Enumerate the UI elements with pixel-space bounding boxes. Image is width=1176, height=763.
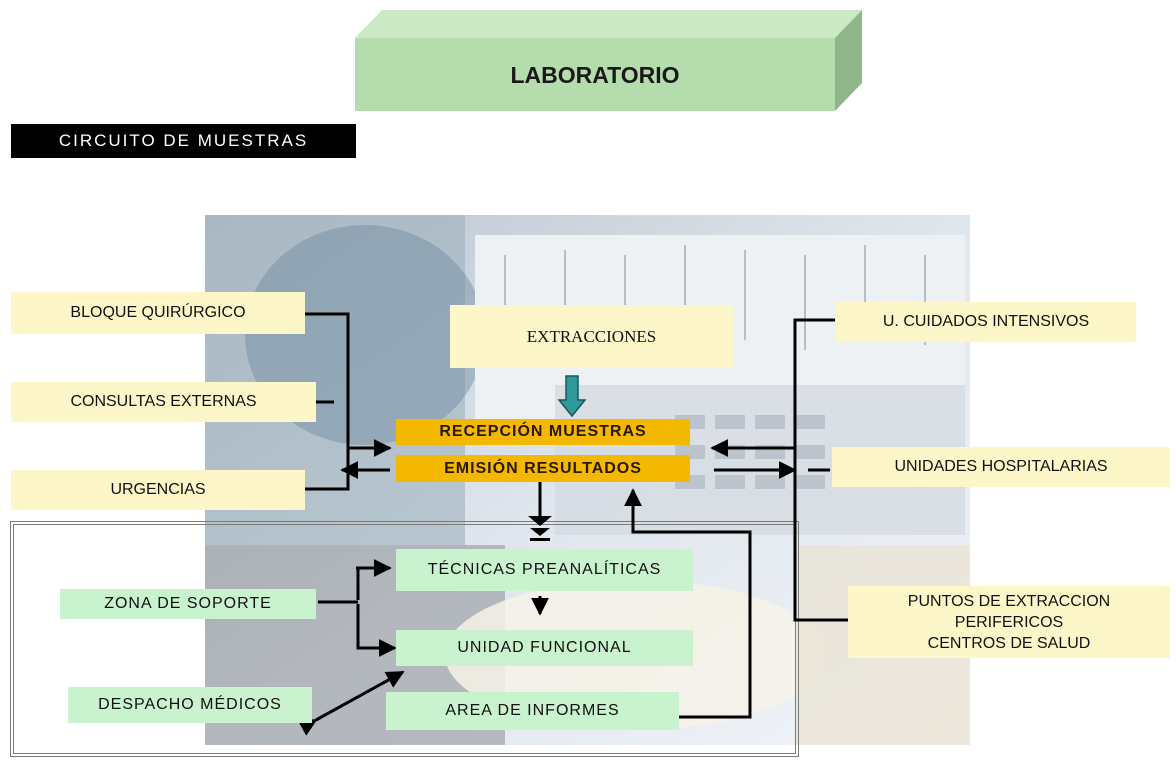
- unidades-hospitalarias-label: UNIDADES HOSPITALARIAS: [832, 447, 1170, 487]
- puntos-line-2: PERIFERICOS: [954, 613, 1064, 631]
- puntos-extraccion-label: PUNTOS DE EXTRACCION PERIFERICOS CENTROS…: [848, 586, 1170, 658]
- tecnicas-preanaliticas-label: TÉCNICAS PREANALÍTICAS: [396, 549, 693, 591]
- extracciones-label: EXTRACCIONES: [450, 305, 733, 368]
- recepcion-muestras-label: RECEPCIÓN MUESTRAS: [396, 419, 690, 445]
- cuidados-intensivos-label: U. CUIDADOS INTENSIVOS: [836, 302, 1136, 342]
- despacho-medicos-label: DESPACHO MÉDICOS: [68, 687, 312, 723]
- lab-frame: [10, 521, 799, 757]
- puntos-line-1: PUNTOS DE EXTRACCION: [907, 592, 1111, 610]
- page-title: LABORATORIO: [510, 61, 680, 88]
- section-subtitle: CIRCUITO DE MUESTRAS: [11, 124, 356, 158]
- unidad-funcional-label: UNIDAD FUNCIONAL: [396, 630, 693, 666]
- zona-soporte-label: ZONA DE SOPORTE: [60, 589, 316, 619]
- consultas-externas-label: CONSULTAS EXTERNAS: [11, 382, 316, 422]
- bloque-quirurgico-label: BLOQUE QUIRÚRGICO: [11, 292, 305, 334]
- area-informes-label: AREA DE INFORMES: [386, 692, 679, 730]
- header-block: [355, 10, 862, 111]
- urgencias-label: URGENCIAS: [11, 470, 305, 510]
- puntos-line-3: CENTROS DE SALUD: [927, 634, 1091, 652]
- emision-resultados-label: EMISIÓN RESULTADOS: [396, 455, 690, 482]
